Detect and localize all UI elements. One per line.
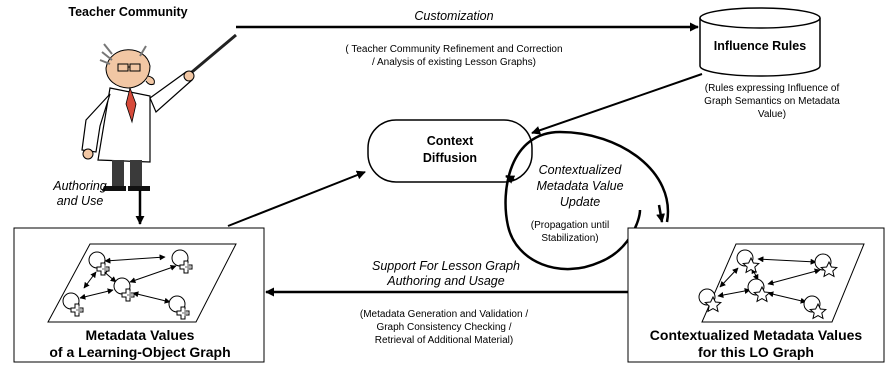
contextualized-title-line2: for this LO Graph: [698, 344, 814, 360]
authoring-label-line2: and Use: [57, 194, 104, 208]
support-label-line2: Authoring and Usage: [386, 274, 504, 288]
support-label-line1: Support For Lesson Graph: [372, 259, 520, 273]
contextualized-values-box: [627, 227, 885, 363]
influence-rules-desc-line3: Value): [758, 109, 786, 120]
metadata-values-title-line1: Metadata Values: [86, 327, 195, 343]
update-desc-line1: (Propagation until: [531, 220, 609, 231]
customization-label: Customization: [414, 9, 493, 23]
authoring-label-line1: Authoring: [52, 179, 107, 193]
context-diffusion-title-line2: Diffusion: [423, 151, 477, 165]
database-cylinder-icon: [699, 7, 821, 77]
loop-arrow-down: [656, 204, 666, 223]
context-diffusion-node: [367, 119, 533, 183]
metadata-values-title-line2: of a Learning-Object Graph: [49, 344, 230, 360]
influence-rules-desc-line2: Graph Semantics on Metadata: [704, 96, 840, 107]
professor-figure-icon: [81, 33, 237, 191]
customization-desc-line1: ( Teacher Community Refinement and Corre…: [345, 44, 562, 55]
contextualized-title-line1: Contextualized Metadata Values: [650, 327, 863, 343]
support-desc-line1: (Metadata Generation and Validation /: [360, 309, 528, 320]
teacher-community-title: Teacher Community: [68, 5, 187, 19]
context-diffusion-title-line1: Context: [427, 134, 474, 148]
influence-rules-desc-line1: (Rules expressing Influence of: [705, 83, 840, 94]
rules-to-context-arrow: [531, 73, 703, 135]
customization-desc-line2: / Analysis of existing Lesson Graphs): [372, 57, 536, 68]
support-desc-line2: Graph Consistency Checking /: [376, 322, 511, 333]
influence-rules-title: Influence Rules: [714, 39, 806, 53]
update-label-line1: Contextualized: [539, 163, 623, 177]
update-label-line2: Metadata Value: [536, 179, 623, 193]
metadata-values-box: [13, 227, 265, 363]
contextualized-graph-edges: [717, 256, 821, 304]
update-label-line3: Update: [560, 195, 600, 209]
support-desc-line3: Retrieval of Additional Material): [375, 335, 513, 346]
loop-arrow-to-context: [505, 174, 516, 184]
metadata-graph-edges: [79, 254, 177, 304]
metadata-to-context-arrow: [227, 170, 366, 227]
update-desc-line2: Stabilization): [541, 233, 598, 244]
propagation-loop-arc: [504, 130, 670, 271]
